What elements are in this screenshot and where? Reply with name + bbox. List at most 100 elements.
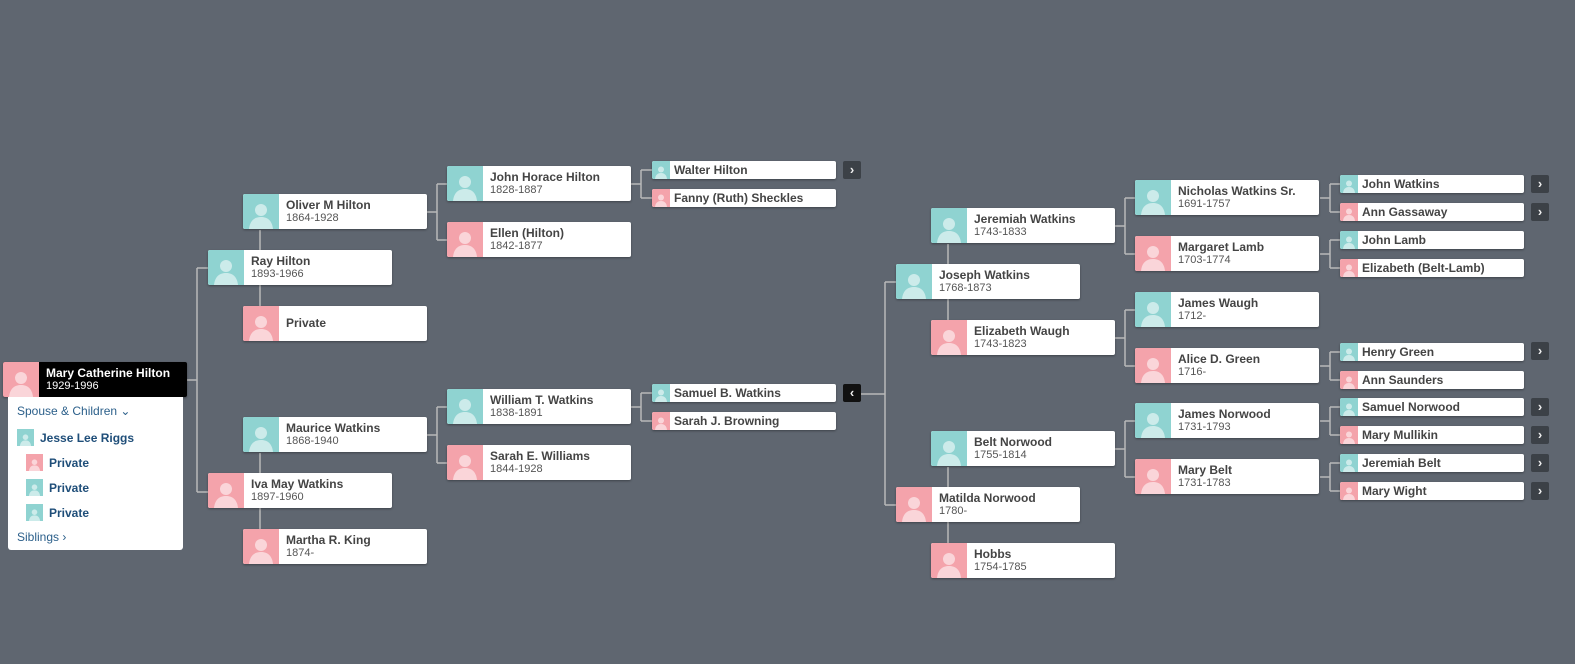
person-dates: 1864-1928 xyxy=(286,212,339,224)
child-item[interactable]: Private xyxy=(26,479,89,496)
person-name: Iva May Watkins xyxy=(251,477,344,491)
person-dates: 1897-1960 xyxy=(251,491,304,503)
person-card-john-watkins[interactable]: John Watkins xyxy=(1340,175,1524,193)
person-card-fanny[interactable]: Fanny (Ruth) Sheckles xyxy=(652,189,836,207)
person-card-sarah-j[interactable]: Sarah J. Browning xyxy=(652,412,836,430)
person-card-jeremiah-belt[interactable]: Jeremiah Belt xyxy=(1340,454,1524,472)
chevron-right-icon: › xyxy=(1537,204,1543,219)
child-item[interactable]: Private xyxy=(26,504,89,521)
male-avatar-icon xyxy=(243,194,279,229)
person-dates: 1712- xyxy=(1178,310,1207,322)
person-card-ellen[interactable]: Ellen (Hilton)1842-1877 xyxy=(447,222,631,257)
person-card-nicholas[interactable]: Nicholas Watkins Sr.1691-1757 xyxy=(1135,180,1319,215)
person-dates: 1768-1873 xyxy=(939,282,992,294)
person-name: Jeremiah Belt xyxy=(1362,456,1441,470)
male-avatar-icon xyxy=(1135,180,1171,215)
female-avatar-icon xyxy=(1135,348,1171,383)
person-dates: 1691-1757 xyxy=(1178,198,1231,210)
chevron-right-icon: › xyxy=(1537,427,1543,442)
person-card-elizabeth-bl[interactable]: Elizabeth (Belt-Lamb) xyxy=(1340,259,1524,277)
expand-ancestors-button[interactable]: › xyxy=(1531,426,1549,444)
chevron-right-icon: › xyxy=(1537,455,1543,470)
spouse-children-toggle[interactable]: Spouse & Children ⌄ xyxy=(17,404,130,418)
collapse-ancestors-button[interactable]: ‹ xyxy=(843,384,861,402)
chevron-right-icon: › xyxy=(62,530,67,544)
person-card-ann-saunders[interactable]: Ann Saunders xyxy=(1340,371,1524,389)
person-dates: 1743-1823 xyxy=(974,338,1027,350)
person-card-john-lamb[interactable]: John Lamb xyxy=(1340,231,1524,249)
person-card-walter[interactable]: Walter Hilton xyxy=(652,161,836,179)
male-avatar-icon xyxy=(1340,343,1358,361)
person-name: Sarah E. Williams xyxy=(490,449,590,463)
chevron-down-icon: ⌄ xyxy=(120,404,131,418)
person-card-ann-gassaway[interactable]: Ann Gassaway xyxy=(1340,203,1524,221)
male-avatar-icon xyxy=(17,429,34,446)
person-name: Private xyxy=(286,316,327,330)
person-card-samuel-b[interactable]: Samuel B. Watkins xyxy=(652,384,836,402)
person-card-mary-wight[interactable]: Mary Wight xyxy=(1340,482,1524,500)
person-dates: 1929-1996 xyxy=(46,380,99,392)
expand-ancestors-button[interactable]: › xyxy=(1531,398,1549,416)
expand-ancestors-button[interactable]: › xyxy=(1531,175,1549,193)
person-dates: 1754-1785 xyxy=(974,561,1027,573)
expand-ancestors-button[interactable]: › xyxy=(1531,454,1549,472)
person-name: Elizabeth (Belt-Lamb) xyxy=(1362,261,1485,275)
siblings-link[interactable]: Siblings › xyxy=(17,530,66,544)
female-avatar-icon xyxy=(447,222,483,257)
person-card-private-mother[interactable]: Private xyxy=(243,306,427,341)
person-card-samuel-norwood[interactable]: Samuel Norwood xyxy=(1340,398,1524,416)
male-avatar-icon xyxy=(26,479,43,496)
expand-ancestors-button[interactable]: › xyxy=(1531,203,1549,221)
person-name: William T. Watkins xyxy=(490,393,594,407)
female-avatar-icon xyxy=(1135,459,1171,494)
female-avatar-icon xyxy=(3,362,39,397)
expand-ancestors-button[interactable]: › xyxy=(843,161,861,179)
expand-ancestors-button[interactable]: › xyxy=(1531,482,1549,500)
person-dates: 1731-1783 xyxy=(1178,477,1231,489)
person-name: Mary Mullikin xyxy=(1362,428,1439,442)
person-name: Ellen (Hilton) xyxy=(490,226,564,240)
person-dates: 1842-1877 xyxy=(490,240,543,252)
person-card-mary-mullikin[interactable]: Mary Mullikin xyxy=(1340,426,1524,444)
person-name: Oliver M Hilton xyxy=(286,198,371,212)
person-name: James Waugh xyxy=(1178,296,1259,310)
female-avatar-icon xyxy=(1340,482,1358,500)
male-avatar-icon xyxy=(931,208,967,243)
person-name: Sarah J. Browning xyxy=(674,414,780,428)
child-name: Private xyxy=(49,480,90,495)
male-avatar-icon xyxy=(931,431,967,466)
spouse-item[interactable]: Jesse Lee Riggs xyxy=(17,429,134,446)
person-name: Mary Wight xyxy=(1362,484,1427,498)
female-avatar-icon xyxy=(652,189,670,207)
child-item[interactable]: Private xyxy=(26,454,89,471)
female-avatar-icon xyxy=(1340,371,1358,389)
person-dates: 1755-1814 xyxy=(974,449,1027,461)
expand-ancestors-button[interactable]: › xyxy=(1531,342,1549,360)
person-dates: 1743-1833 xyxy=(974,226,1027,238)
person-name: Elizabeth Waugh xyxy=(974,324,1070,338)
person-card-henry[interactable]: Henry Green xyxy=(1340,343,1524,361)
female-avatar-icon xyxy=(243,529,279,564)
female-avatar-icon xyxy=(1340,259,1358,277)
